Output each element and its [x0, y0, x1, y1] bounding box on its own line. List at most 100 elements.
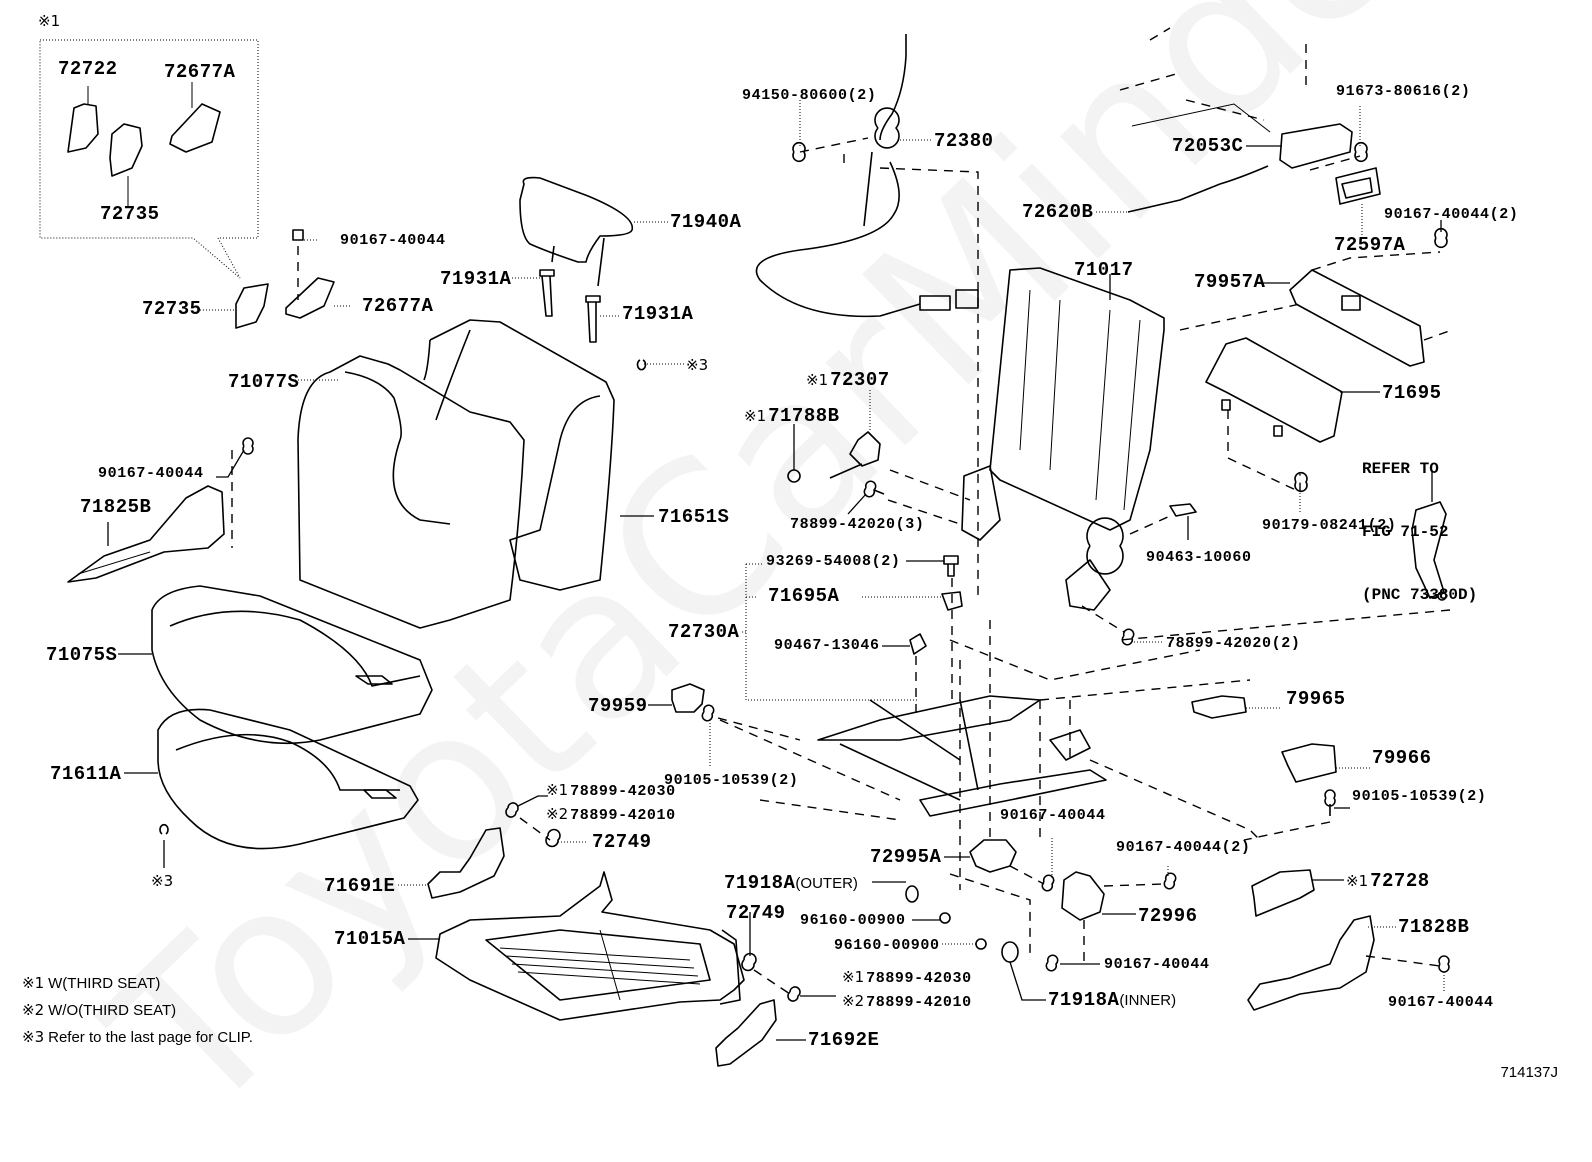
frame-71015A-shape	[408, 871, 745, 1021]
lock-72053C-shape	[1119, 27, 1368, 171]
cover-71828B-shape	[1247, 915, 1450, 1011]
cable-72380-shape	[755, 34, 979, 600]
part-label[interactable]: 90167-40044	[1104, 956, 1210, 973]
part-label[interactable]: 71931A	[622, 303, 694, 325]
part-label[interactable]: 90467-13046	[774, 637, 880, 654]
part-label[interactable]: 90105-10539(2)	[1352, 788, 1487, 805]
part-label[interactable]: 71015A	[334, 928, 406, 950]
part-label[interactable]: 71075S	[46, 644, 118, 666]
reference-line: REFER TO	[1362, 460, 1439, 478]
part-label[interactable]: 90167-40044(2)	[1384, 206, 1519, 223]
part-label[interactable]: 71918A(INNER)	[1048, 989, 1177, 1011]
part-label[interactable]: 90167-40044	[98, 465, 204, 482]
screw-90105-10539-b-shape	[1243, 789, 1350, 841]
cover-79959-shape	[648, 683, 801, 768]
bushing-71788B-shape	[787, 424, 801, 483]
part-label[interactable]: 72735	[100, 203, 160, 225]
bolt-78899-42020-2-shape	[1081, 605, 1162, 646]
cover-72996-shape	[1045, 866, 1177, 972]
part-label[interactable]: 90167-40044	[1000, 807, 1106, 824]
reference-line: (PNC 73380D)	[1362, 586, 1478, 604]
headrest-71940A-shape	[519, 176, 668, 287]
part-label[interactable]: 72996	[1138, 905, 1198, 927]
bracket-72730A-shape	[742, 563, 918, 701]
part-label[interactable]: 90167-40044(2)	[1116, 839, 1251, 856]
cable-72620B-shape	[1096, 165, 1269, 213]
bolt-93269-54008-shape	[906, 555, 959, 577]
part-label[interactable]: 90167-40044	[1388, 994, 1494, 1011]
part-label[interactable]: 72730A	[668, 621, 740, 643]
cover-71691E-shape	[398, 827, 505, 899]
part-label[interactable]: 90167-40044	[340, 232, 446, 249]
part-label[interactable]: 78899-42020(2)	[1166, 635, 1301, 652]
part-label[interactable]: 79966	[1372, 747, 1432, 769]
adjuster-shape	[719, 620, 1261, 890]
part-label[interactable]: 72749	[592, 831, 652, 853]
part-label[interactable]: 72597A	[1334, 234, 1406, 256]
part-label[interactable]: 71691E	[324, 875, 396, 897]
recliner-72307-shape	[829, 390, 971, 501]
part-label[interactable]: 71611A	[50, 763, 122, 785]
cushion-pad-71611A-shape	[124, 708, 419, 850]
seatback-71077S-shape	[295, 355, 525, 629]
part-label[interactable]: 71017	[1074, 259, 1134, 281]
bolt-78899-42020-3-shape	[847, 480, 961, 525]
clip-note: ※3	[686, 356, 709, 374]
trim-73380D-shape	[1119, 470, 1451, 641]
part-label[interactable]: 71077S	[228, 371, 300, 393]
part-label[interactable]: 72053C	[1172, 135, 1244, 157]
clip-3-shape	[636, 359, 686, 371]
part-label[interactable]: 71651S	[658, 506, 730, 528]
part-label[interactable]: 79957A	[1194, 271, 1266, 293]
part-label[interactable]: 90105-10539(2)	[664, 772, 799, 789]
part-label[interactable]: 96160-00900	[800, 912, 906, 929]
seatback-71651S-shape	[423, 319, 654, 591]
part-label[interactable]: 72677A	[164, 61, 236, 83]
part-label[interactable]: 72380	[934, 130, 994, 152]
handle-72597A-shape	[1335, 167, 1381, 236]
part-label[interactable]: 90463-10060	[1146, 549, 1252, 566]
part-label[interactable]: 90179-08241(2)	[1262, 517, 1397, 534]
part-label[interactable]: 79965	[1286, 688, 1346, 710]
part-label[interactable]: 78899-42020(3)	[790, 516, 925, 533]
trim-72677A-shape	[285, 229, 352, 319]
part-label[interactable]: 72620B	[1022, 201, 1094, 223]
part-label[interactable]: 72677A	[362, 295, 434, 317]
part-label[interactable]: 71695A	[768, 585, 840, 607]
part-label[interactable]: 72749	[726, 902, 786, 924]
part-label[interactable]: 72735	[142, 298, 202, 320]
part-label[interactable]: 71828B	[1398, 916, 1470, 938]
part-label[interactable]: 91673-80616(2)	[1336, 83, 1471, 100]
part-label[interactable]: 71940A	[670, 211, 742, 233]
inset-72722-shape	[67, 86, 99, 153]
back-frame-71017-shape	[961, 267, 1165, 611]
trim-72735-shape	[200, 283, 269, 329]
cover-79966-shape	[1281, 743, 1370, 783]
part-label[interactable]: 71692E	[808, 1029, 880, 1051]
guide-71931A-shapes	[512, 269, 620, 343]
clip-note: ※3	[151, 872, 174, 890]
part-label[interactable]: 71695	[1382, 382, 1442, 404]
part-label[interactable]: 71931A	[440, 268, 512, 290]
clip-90467-13046-shape	[882, 633, 927, 720]
cover-72995A-shape	[944, 838, 1055, 892]
part-label[interactable]: 71825B	[80, 496, 152, 518]
inset-note: ※1	[38, 12, 61, 30]
part-label[interactable]: 79959	[588, 695, 648, 717]
part-label[interactable]: 72995A	[870, 846, 942, 868]
part-label[interactable]: 71918A(OUTER)	[724, 872, 858, 894]
stopper-71695A-shape	[862, 578, 963, 700]
part-label[interactable]: 94150-80600(2)	[742, 87, 877, 104]
part-label[interactable]: 96160-00900	[834, 937, 940, 954]
part-label[interactable]: 72722	[58, 58, 118, 80]
part-label[interactable]: 93269-54008(2)	[766, 553, 901, 570]
